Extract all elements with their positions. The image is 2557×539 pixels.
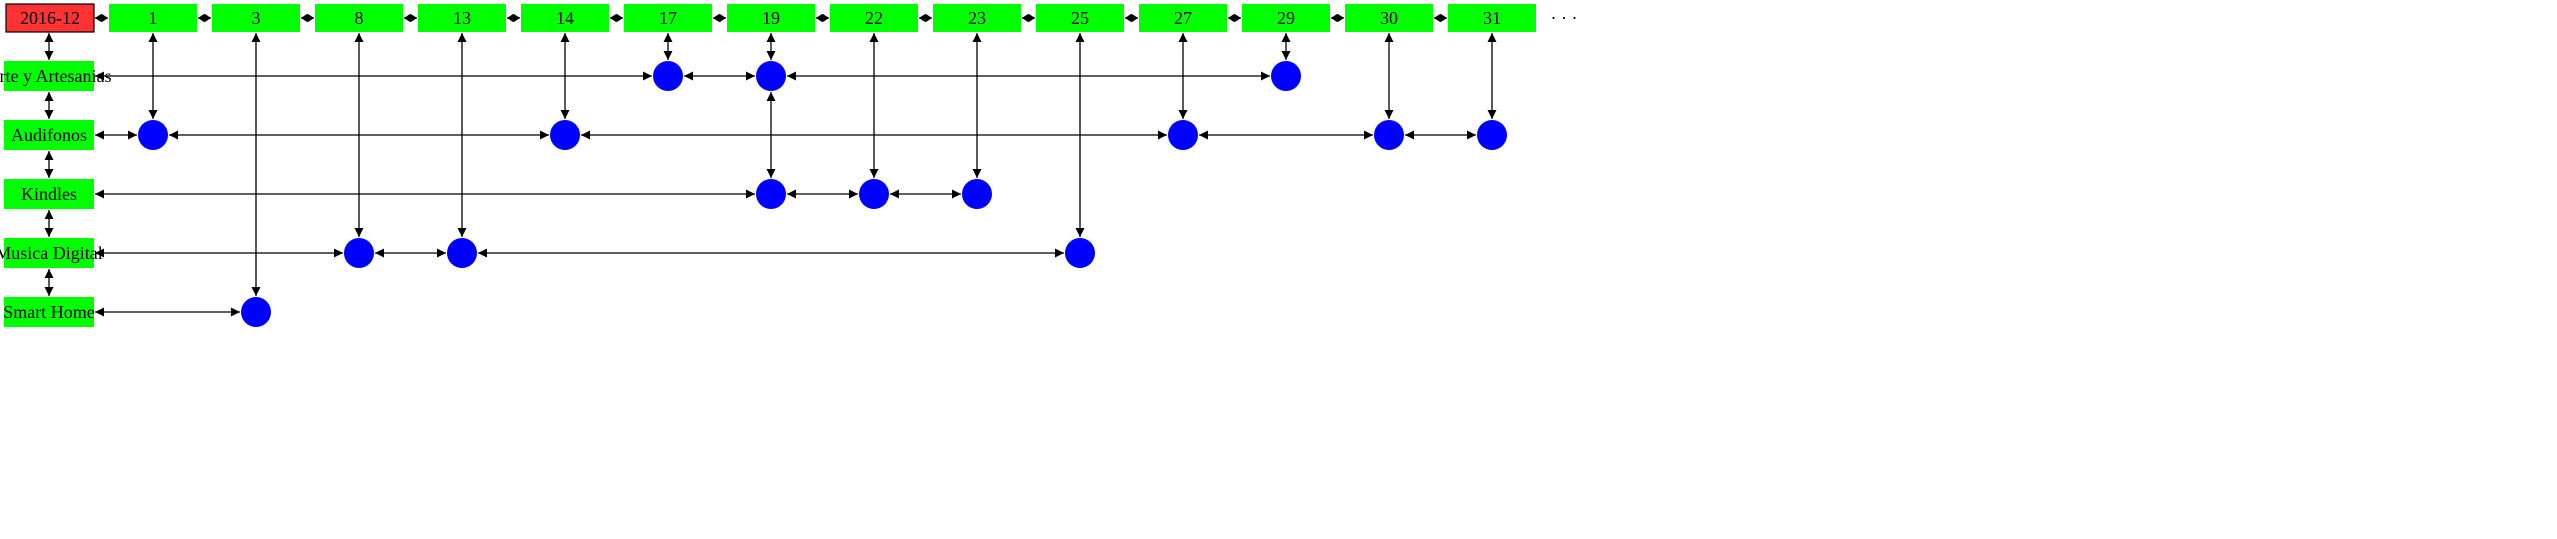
day-node-31 <box>1448 4 1536 32</box>
day-node-19 <box>727 4 815 32</box>
day-node-23 <box>933 4 1021 32</box>
event-musica-digital-8 <box>344 238 374 268</box>
event-arte-y-artesanias-29 <box>1271 61 1301 91</box>
event-audifonos-30 <box>1374 120 1404 150</box>
day-label-25: 25 <box>1071 8 1089 28</box>
day-node-25 <box>1036 4 1124 32</box>
continuation-dots: · · · <box>1551 8 1578 28</box>
day-label-27: 27 <box>1174 8 1192 28</box>
day-node-22 <box>830 4 918 32</box>
category-label-kindles: Kindles <box>21 184 77 204</box>
category-label-audifonos: Audifonos <box>11 125 87 145</box>
day-label-31: 31 <box>1483 8 1501 28</box>
day-label-22: 22 <box>865 8 883 28</box>
day-label-23: 23 <box>968 8 986 28</box>
day-label-30: 30 <box>1380 8 1398 28</box>
edges-layer <box>44 14 1497 317</box>
day-label-1: 1 <box>149 8 158 28</box>
day-label-17: 17 <box>659 8 677 28</box>
event-musica-digital-25 <box>1065 238 1095 268</box>
category-label-musica-digital: Musica Digital <box>0 243 103 263</box>
category-node-smart-home <box>4 297 94 327</box>
day-node-13 <box>418 4 506 32</box>
category-node-kindles <box>4 179 94 209</box>
event-kindles-22 <box>859 179 889 209</box>
day-node-1 <box>109 4 197 32</box>
day-node-8 <box>315 4 403 32</box>
event-kindles-23 <box>962 179 992 209</box>
day-label-13: 13 <box>453 8 471 28</box>
event-audifonos-31 <box>1477 120 1507 150</box>
event-audifonos-27 <box>1168 120 1198 150</box>
day-label-14: 14 <box>556 8 574 28</box>
day-node-30 <box>1345 4 1433 32</box>
category-label-smart-home: Smart Home <box>3 302 95 322</box>
day-label-29: 29 <box>1277 8 1295 28</box>
event-audifonos-14 <box>550 120 580 150</box>
event-audifonos-1 <box>138 120 168 150</box>
category-node-arte-y-artesanias <box>4 61 94 91</box>
category-node-audifonos <box>4 120 94 150</box>
day-node-17 <box>624 4 712 32</box>
day-node-27 <box>1139 4 1227 32</box>
day-node-29 <box>1242 4 1330 32</box>
header-label: 2016-12 <box>20 8 80 28</box>
event-musica-digital-13 <box>447 238 477 268</box>
event-kindles-19 <box>756 179 786 209</box>
day-label-8: 8 <box>355 8 364 28</box>
category-node-musica-digital <box>4 238 94 268</box>
event-arte-y-artesanias-17 <box>653 61 683 91</box>
category-label-arte-y-artesanias: Arte y Artesanias <box>0 66 111 86</box>
day-label-3: 3 <box>252 8 261 28</box>
header-node <box>5 3 95 33</box>
event-smart-home-3 <box>241 297 271 327</box>
day-node-3 <box>212 4 300 32</box>
day-label-19: 19 <box>762 8 780 28</box>
day-node-14 <box>521 4 609 32</box>
event-arte-y-artesanias-19 <box>756 61 786 91</box>
